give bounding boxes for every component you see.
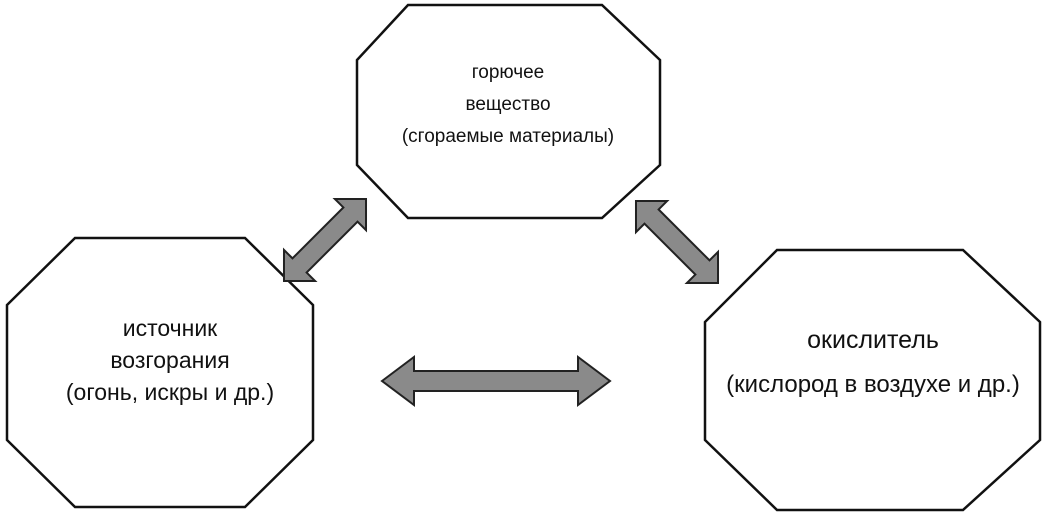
arrow-ignition-oxidizer-shape [380, 355, 612, 407]
arrow-ignition-fuel [282, 197, 368, 283]
arrow-fuel-oxidizer-shape [634, 199, 720, 285]
oxidizer-label-line-1: окислитель [807, 326, 939, 354]
arrow-fuel-oxidizer [634, 199, 720, 285]
arrow-ignition-fuel-shape [282, 197, 368, 283]
ignition-label-line-3: (огонь, искры и др.) [66, 379, 274, 405]
fuel-octagon [355, 3, 662, 220]
arrow-ignition-oxidizer [380, 355, 612, 407]
oxidizer-octagon [703, 248, 1042, 512]
oxidizer-label-line-2: (кислород в воздухе и др.) [726, 371, 1020, 398]
fuel-label-line-2: вещество [465, 94, 550, 115]
ignition-label-line-1: источник [123, 315, 218, 341]
fuel-label-line-1: горючее [472, 62, 545, 83]
oxidizer-node: окислитель (кислород в воздухе и др.) [703, 248, 1042, 512]
fuel-node: горючее вещество (сгораемые материалы) [355, 3, 662, 220]
ignition-node: источник возгорания (огонь, искры и др.) [5, 236, 315, 509]
ignition-label-line-2: возгорания [110, 347, 229, 373]
fuel-label-line-3: (сгораемые материалы) [402, 126, 614, 147]
ignition-octagon [5, 236, 315, 509]
